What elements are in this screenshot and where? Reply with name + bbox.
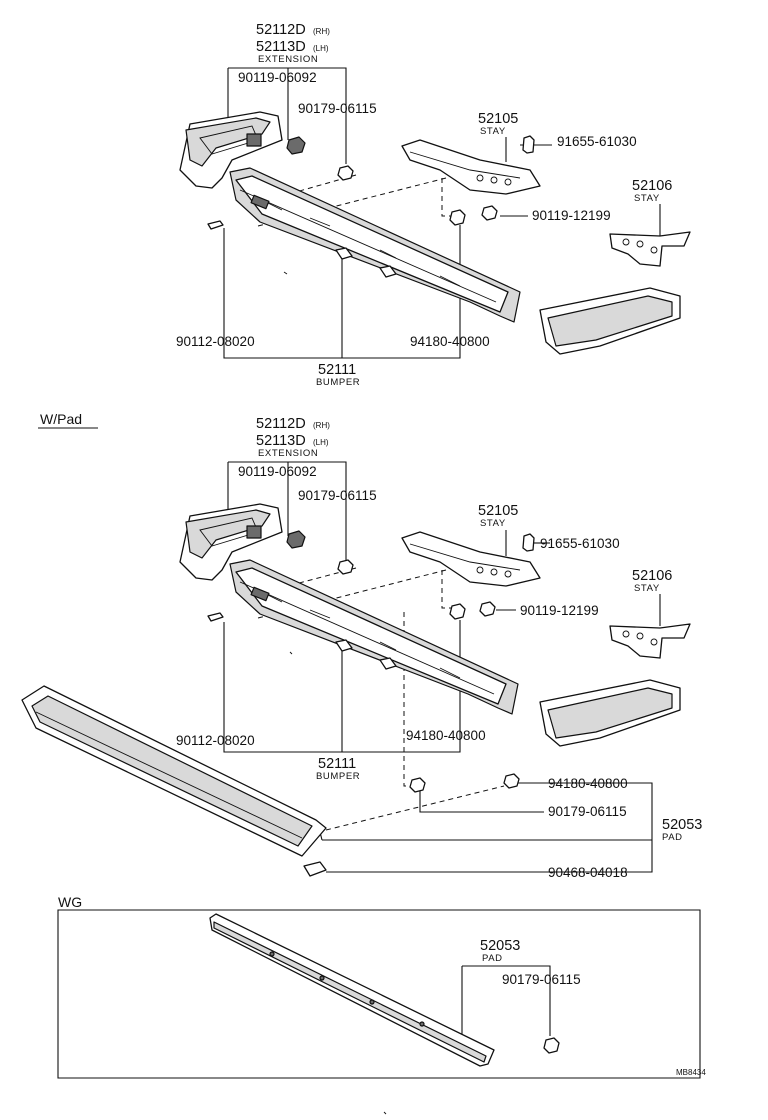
top-stay-52105-part — [401, 139, 541, 195]
middle-section-title: W/Pad — [40, 411, 82, 427]
top-part-90112-08020: 90112-08020 — [176, 334, 255, 349]
mid-extension-lh-number: 52113D — [256, 433, 306, 449]
mid-pad-part — [21, 685, 327, 857]
wg-section-title: WG — [58, 894, 82, 910]
top-stay-52106-number: 52106 — [632, 178, 672, 194]
top-stay-52106-desc: STAY — [634, 193, 660, 204]
top-extension-desc: EXTENSION — [258, 54, 318, 65]
mid-stay-52106-desc: STAY — [634, 583, 660, 594]
top-part-90119-06092: 90119-06092 — [238, 70, 317, 85]
top-right-end-cap — [539, 287, 681, 355]
top-part-90179-06115: 90179-06115 — [298, 101, 377, 116]
mid-extension-lh-sub: (LH) — [313, 438, 329, 447]
mid-extension-rh-number: 52112D — [256, 416, 306, 432]
top-stay-52105-desc: STAY — [480, 126, 506, 137]
mid-part-90119-06092: 90119-06092 — [238, 464, 317, 479]
top-part-94180-40800: 94180-40800 — [410, 334, 490, 349]
mid-part-90119-12199: 90119-12199 — [520, 603, 599, 618]
top-extension-part — [179, 111, 283, 189]
mid-stay-52106-number: 52106 — [632, 568, 672, 584]
wg-part-90179-06115: 90179-06115 — [502, 972, 581, 987]
top-extension-lh-sub: (LH) — [313, 44, 329, 53]
top-part-90119-12199: 90119-12199 — [532, 208, 611, 223]
middle-section: W/Pad 52112D (RH) 52113D (LH) EXTENSION … — [21, 411, 702, 880]
top-extension-rh-number: 52112D — [256, 22, 306, 38]
top-part-91655-61030: 91655-61030 — [557, 134, 637, 149]
mid-pad-desc: PAD — [662, 832, 683, 843]
wg-pad-part — [209, 913, 495, 1067]
top-fasteners — [207, 135, 535, 230]
mid-bumper-beam — [229, 559, 519, 715]
mid-right-end-cap — [539, 679, 681, 747]
wg-clip-part — [543, 1037, 560, 1054]
mid-stay-52105-part — [401, 531, 541, 587]
top-extension-lh-number: 52113D — [256, 39, 306, 55]
mid-part-90112-08020: 90112-08020 — [176, 733, 255, 748]
mid-part-90179-06115-b: 90179-06115 — [548, 804, 627, 819]
mid-stay-52105-number: 52105 — [478, 503, 518, 519]
wg-diagram-code: MB8434 — [676, 1068, 706, 1077]
wg-pad-desc: PAD — [482, 953, 503, 964]
top-bumper-beam — [229, 167, 521, 323]
top-bumper-number: 52111 — [318, 362, 356, 378]
mid-stay-52106-part — [609, 623, 691, 659]
mid-stay-52105-desc: STAY — [480, 518, 506, 529]
mid-part-91655-61030: 91655-61030 — [540, 536, 620, 551]
top-stay-52105-number: 52105 — [478, 111, 518, 127]
top-extension-rh-sub: (RH) — [313, 27, 330, 36]
top-stay-52106-part — [609, 231, 691, 267]
top-section: 52112D (RH) 52113D (LH) EXTENSION 90119-… — [176, 22, 691, 388]
mid-extension-rh-sub: (RH) — [313, 421, 330, 430]
mid-fasteners — [207, 530, 535, 877]
top-bumper-desc: BUMPER — [316, 377, 360, 388]
mid-bumper-desc: BUMPER — [316, 771, 360, 782]
mid-part-90179-06115: 90179-06115 — [298, 488, 377, 503]
mid-extension-part — [179, 503, 283, 581]
mid-part-94180-40800: 94180-40800 — [406, 728, 486, 743]
wg-pad-number: 52053 — [480, 938, 520, 954]
wg-section: WG 52053 PAD 90179-06115 MB8434 — [57, 894, 706, 1115]
mid-pad-number: 52053 — [662, 817, 702, 833]
mid-bumper-number: 52111 — [318, 756, 356, 772]
mid-extension-desc: EXTENSION — [258, 448, 318, 459]
